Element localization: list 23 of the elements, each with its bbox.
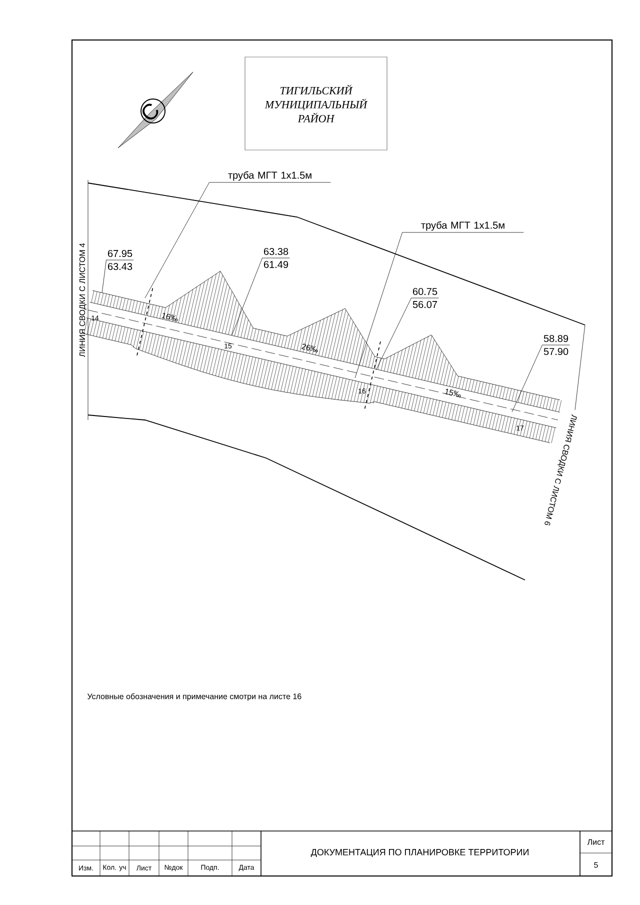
title-box: ТИГИЛЬСКИЙ МУНИЦИПАЛЬНЫЙ РАЙОН	[244, 56, 388, 150]
leader-line	[102, 260, 106, 294]
leader-line	[512, 344, 542, 412]
elevation-mark: 63.38 61.49	[262, 248, 290, 268]
callout-label: труба МГТ 1x1.5м	[209, 171, 331, 183]
drawing-title: ДОКУМЕНТАЦИЯ ПО ПЛАНИРОВКЕ ТЕРРИТОРИИ	[310, 848, 528, 858]
north-letter: С	[142, 104, 158, 120]
sheet-number: 5	[594, 862, 598, 868]
match-line-label: ЛИНИЯ СВОДКИ С ЛИСТОМ 4	[79, 243, 87, 357]
elevation-mark: 67.95 63.43	[106, 250, 134, 270]
leader-line	[376, 298, 412, 370]
leader-line	[354, 232, 402, 378]
slope-label: 16‰	[162, 312, 178, 322]
elevation-mark: 58.89 57.90	[542, 334, 570, 356]
slope-label: 26‰	[302, 344, 318, 352]
sheet-header: Лист	[587, 839, 605, 845]
note-text: Условные обозначения и примечание смотри на листе 16	[87, 693, 302, 701]
callout-label: труба МГТ 1x1.5м	[402, 221, 524, 233]
match-line-label: ЛИНИЯ СВОДКИ С ЛИСТОМ 6	[544, 414, 577, 526]
leader-line	[232, 258, 262, 336]
leader-line	[144, 182, 210, 298]
slope-label: 15‰	[444, 388, 461, 398]
elevation-mark: 60.75 56.07	[411, 288, 439, 308]
